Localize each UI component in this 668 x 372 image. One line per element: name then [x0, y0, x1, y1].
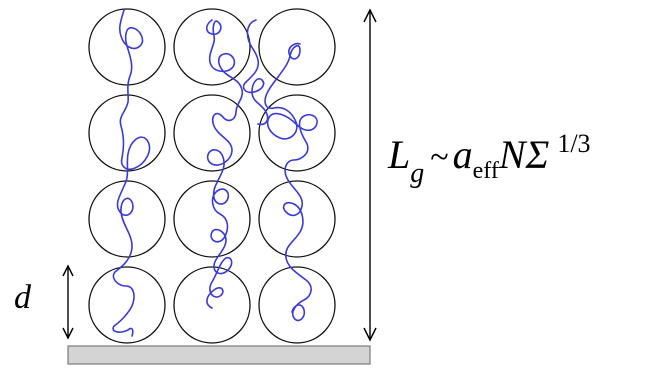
arrow-head-top [62, 264, 74, 277]
degree-of-polymerization-symbol: N [498, 132, 528, 177]
blob-grid [88, 8, 336, 344]
height-symbol: L [387, 132, 410, 177]
polymer-chain-left [112, 9, 151, 337]
arrow-head-bottom [363, 327, 377, 342]
polymer-chains [112, 9, 318, 337]
blob-circle [173, 8, 251, 86]
blob-size-symbol: a [453, 132, 473, 177]
arrow-head-top [363, 8, 377, 23]
polymer-chain-right [264, 42, 318, 322]
proportional-sign: ~ [430, 139, 448, 176]
blob-circle [258, 94, 336, 172]
blob-circle [88, 266, 166, 344]
scaling-exponent: 1/3 [557, 129, 590, 158]
effective-subscript: eff [473, 158, 499, 184]
height-arrow [363, 8, 377, 342]
blob-circle [258, 266, 336, 344]
blob-circle [88, 8, 166, 86]
blob-circle [173, 180, 251, 258]
blob-circle [258, 8, 336, 86]
grafting-density-symbol: Σ [525, 132, 550, 177]
polymer-chain-middle-right [242, 19, 269, 126]
blob-circle [173, 94, 251, 172]
blob-circle [258, 180, 336, 258]
height-subscript: g [410, 158, 424, 189]
polymer-chain-middle [205, 19, 244, 309]
blob-circle [88, 180, 166, 258]
substrate [67, 345, 371, 365]
blob-diameter-label: d [14, 279, 32, 316]
blob-circle [173, 266, 251, 344]
blob-size-arrow [62, 264, 74, 340]
arrow-head-bottom [62, 327, 74, 340]
